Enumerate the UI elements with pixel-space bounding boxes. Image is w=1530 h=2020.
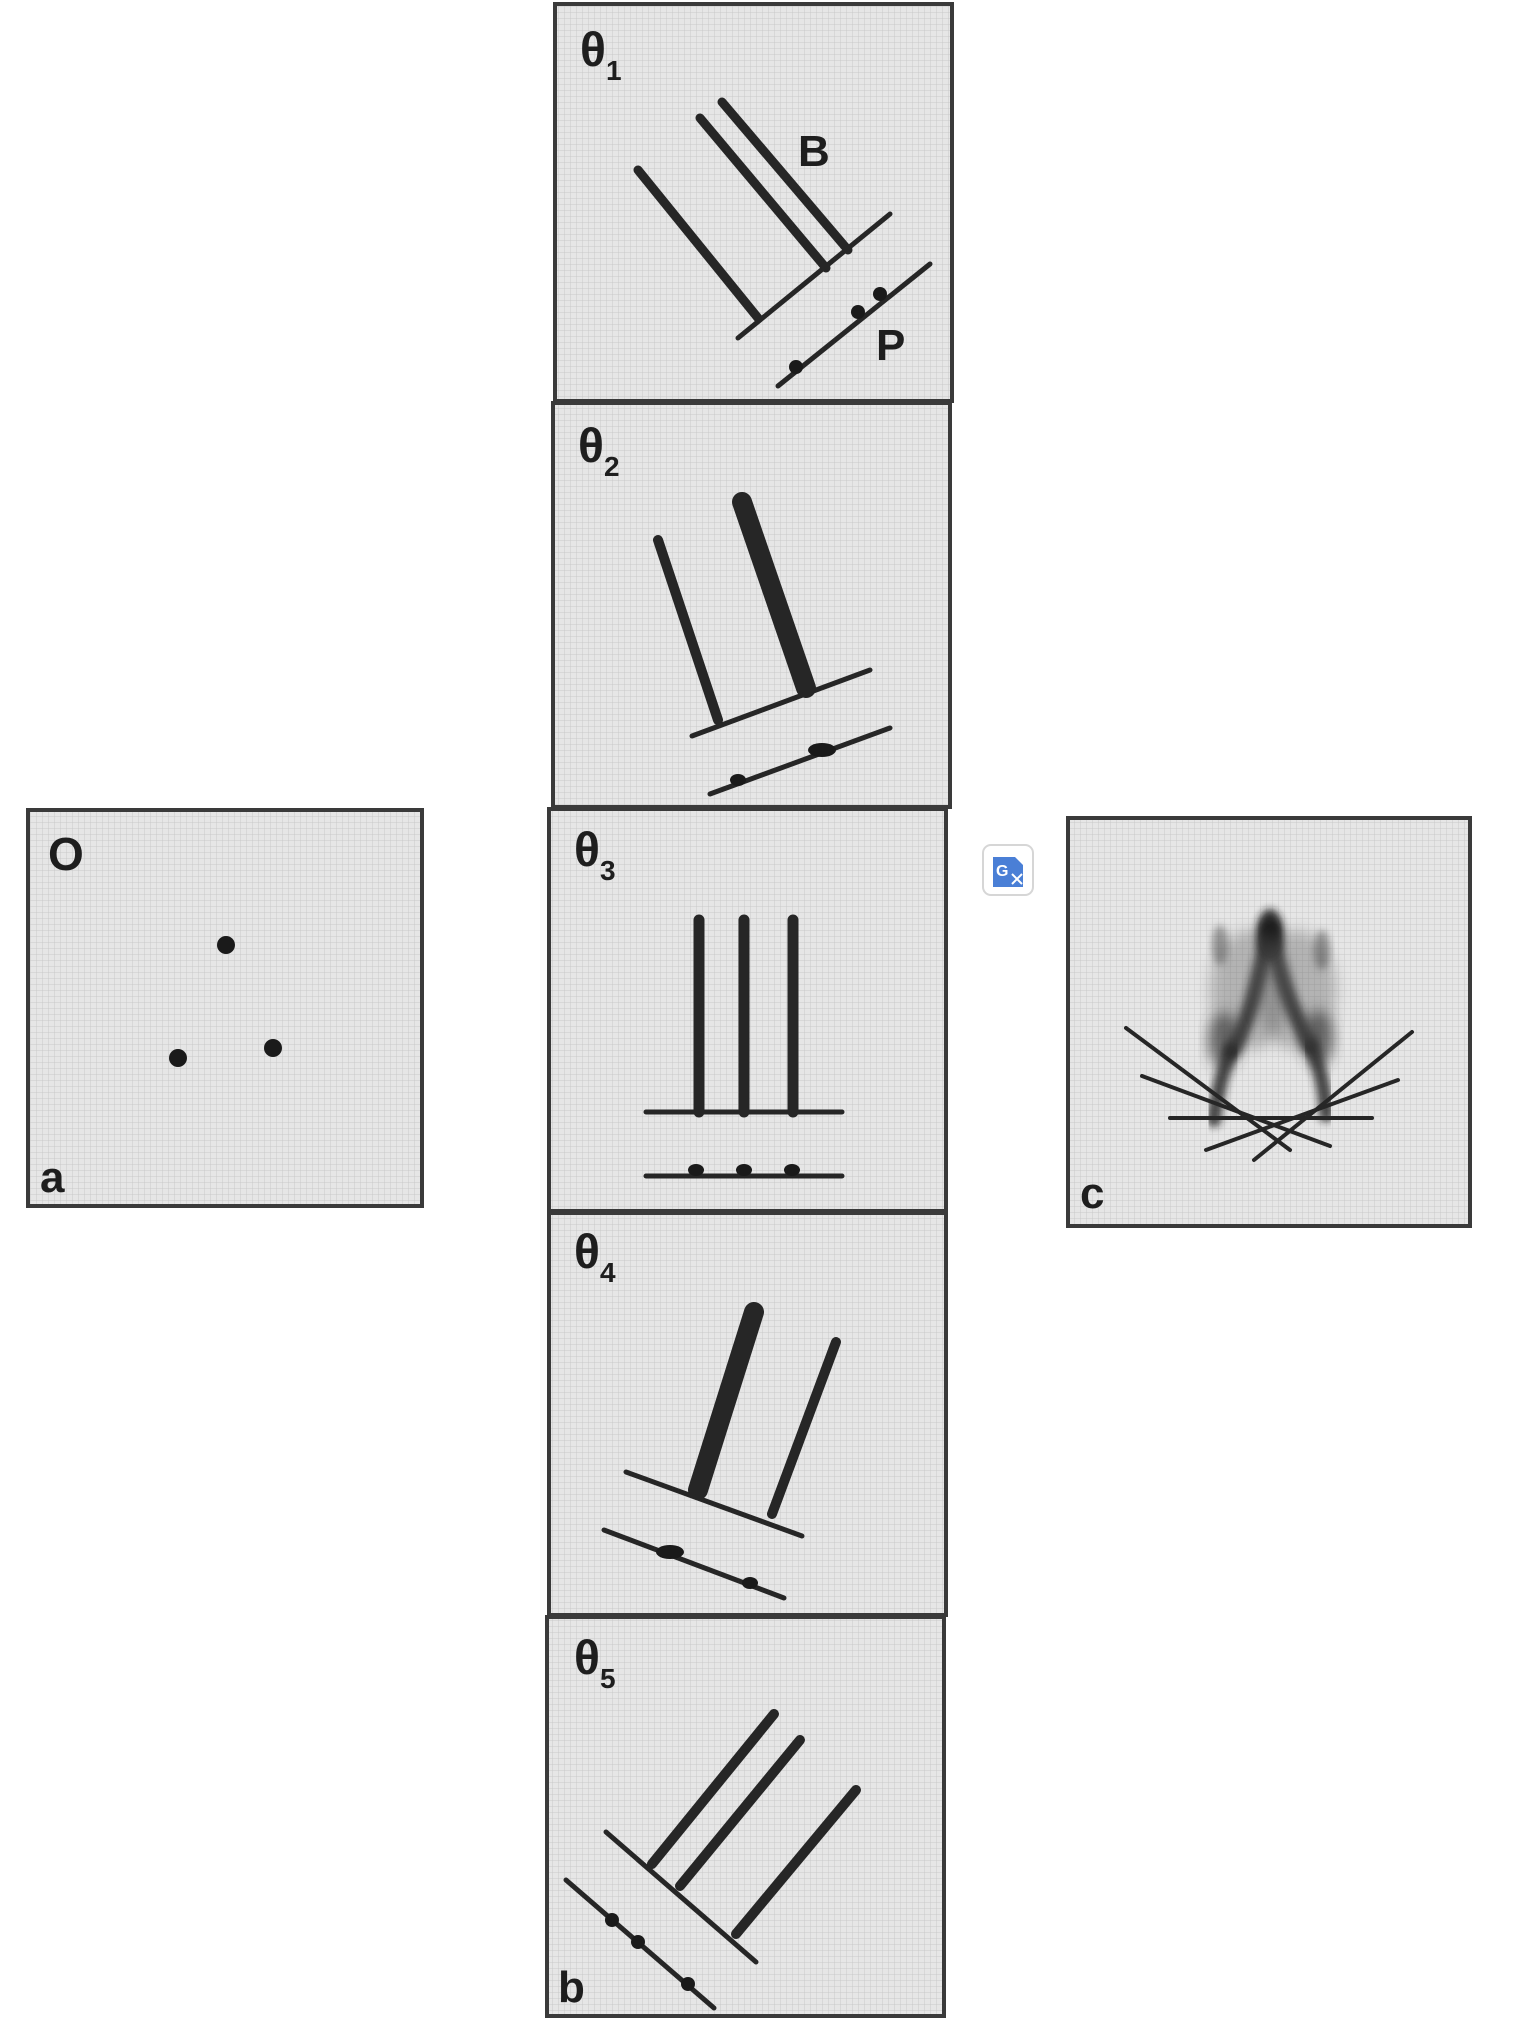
- translate-badge[interactable]: G: [982, 844, 1034, 896]
- angle-symbol: θ: [574, 1226, 600, 1279]
- angle-subscript: 5: [600, 1663, 616, 1694]
- projection-peak: [688, 1164, 704, 1176]
- angle-label: θ4: [574, 1226, 616, 1288]
- panel-c: c: [1066, 816, 1472, 1228]
- object-point: [264, 1039, 282, 1057]
- angle-label: θ2: [578, 420, 620, 482]
- projection-peak: [808, 743, 836, 757]
- angle-subscript: 1: [606, 55, 622, 86]
- object-label: O: [48, 828, 84, 880]
- projection-peak: [742, 1577, 758, 1589]
- projection-frame: [551, 401, 952, 809]
- angle-symbol: θ: [580, 24, 606, 77]
- beam-line: [731, 1785, 861, 1939]
- angle-subscript: 2: [604, 451, 620, 482]
- projection-frame: [545, 1615, 946, 2018]
- projection-panel-theta-3: θ3: [547, 807, 948, 1213]
- beam-line: [675, 1735, 805, 1891]
- projection-peak: [851, 305, 865, 319]
- projection-profile: [775, 261, 933, 389]
- beam-line: [633, 165, 763, 323]
- detector-line: [603, 1829, 759, 1965]
- backprojection-line: [1204, 1078, 1400, 1152]
- panel-a-corner-label: a: [40, 1153, 65, 1202]
- translate-letter: G: [996, 863, 1008, 880]
- projection-peak: [656, 1545, 684, 1559]
- projection-peak: [631, 1935, 645, 1949]
- projection-peak: [784, 1164, 800, 1176]
- translate-glyph: [1011, 873, 1023, 885]
- panel-b: θ1 B P θ2 θ3: [545, 2, 954, 2018]
- projection-peak: [736, 1164, 752, 1176]
- angle-label: θ1: [580, 24, 622, 86]
- panel-a-frame: [26, 808, 424, 1208]
- projection-peak: [730, 774, 746, 786]
- projection-peak: [873, 287, 887, 301]
- beam-label: B: [798, 127, 830, 176]
- detector-line: [735, 211, 893, 341]
- panel-a: O a: [26, 808, 424, 1208]
- beam-line: [647, 1709, 779, 1869]
- angle-label: θ3: [574, 824, 616, 886]
- angle-symbol: θ: [574, 1632, 600, 1685]
- angle-subscript: 3: [600, 855, 616, 886]
- projection-panel-theta-1: θ1 B P: [553, 2, 954, 403]
- angle-subscript: 4: [600, 1257, 616, 1288]
- angle-symbol: θ: [578, 420, 604, 473]
- angle-label: θ5: [574, 1632, 616, 1694]
- beam-line-double: [732, 492, 816, 698]
- object-point: [169, 1049, 187, 1067]
- backprojection-line: [1252, 1030, 1414, 1162]
- backprojection-line: [1140, 1074, 1332, 1148]
- projection-panel-theta-2: θ2: [551, 401, 952, 809]
- detector-line: [689, 667, 873, 739]
- panel-b-corner-label: b: [558, 1963, 585, 2012]
- beam-line: [717, 97, 853, 255]
- beam-line: [767, 1337, 841, 1519]
- angle-symbol: θ: [574, 824, 600, 877]
- projection-frame: [553, 2, 954, 403]
- projection-panel-theta-5: θ5 b: [545, 1615, 946, 2018]
- projection-peak: [681, 1977, 695, 1991]
- projection-peak: [789, 360, 803, 374]
- reconstruction-blur: [1207, 909, 1336, 1127]
- projection-label: P: [876, 321, 905, 370]
- beam-line: [653, 535, 723, 725]
- object-point: [217, 936, 235, 954]
- projection-peak: [605, 1913, 619, 1927]
- panel-c-corner-label: c: [1080, 1169, 1104, 1218]
- beam-line: [695, 113, 831, 273]
- projection-panel-theta-4: θ4: [547, 1211, 948, 1617]
- detector-line: [623, 1469, 805, 1539]
- beam-line-double: [688, 1302, 764, 1500]
- projection-frame: [547, 1211, 948, 1617]
